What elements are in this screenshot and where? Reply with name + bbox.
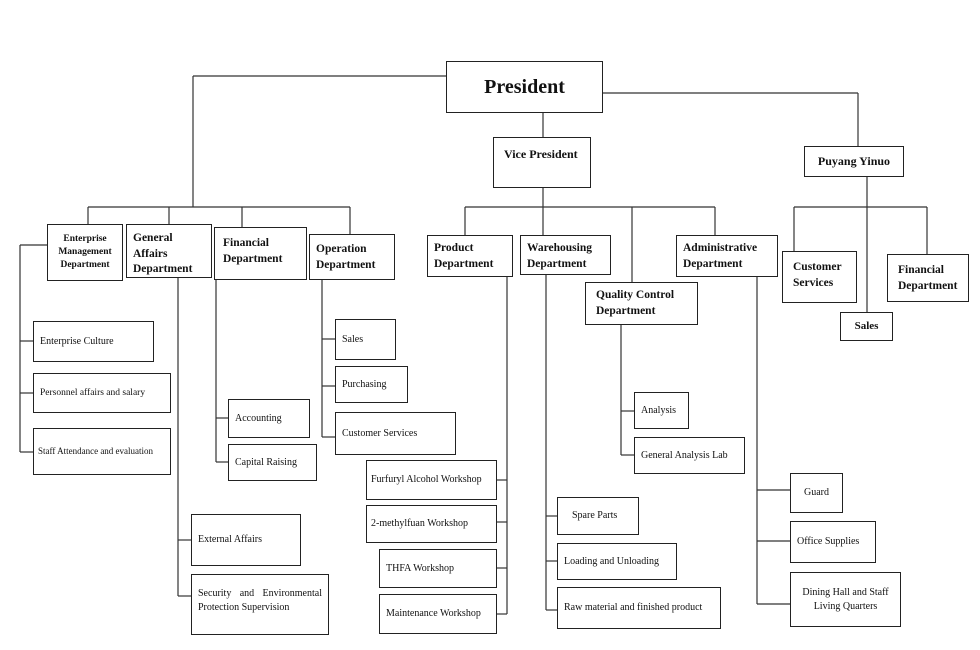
operation-department: Operation Department (309, 234, 395, 280)
unit-operation-sales: Sales (335, 319, 396, 360)
product-department: Product Department (427, 235, 513, 277)
warehousing-department: Warehousing Department (520, 235, 611, 275)
financial-department: Financial Department (214, 227, 307, 280)
unit-external-affairs: External Affairs (191, 514, 301, 566)
unit-thfa-workshop: THFA Workshop (379, 549, 497, 588)
unit-spare-parts: Spare Parts (557, 497, 639, 535)
puyang-yinuo-box: Puyang Yinuo (804, 146, 904, 177)
unit-accounting: Accounting (228, 399, 310, 438)
unit-general-analysis-lab: General Analysis Lab (634, 437, 745, 474)
unit-dining-hall: Dining Hall and Staff Living Quarters (790, 572, 901, 627)
puyang-financial-department: Financial Department (887, 254, 969, 302)
unit-security-environmental: Security and Environmental Protection Su… (191, 574, 329, 635)
puyang-customer-services: Customer Services (782, 251, 857, 303)
unit-purchasing: Purchasing (335, 366, 408, 403)
unit-staff-attendance: Staff Attendance and evaluation (33, 428, 171, 475)
president-box: President (446, 61, 603, 113)
general-affairs-department: General Affairs Department (126, 224, 212, 278)
unit-raw-material: Raw material and finished product (557, 587, 721, 629)
unit-guard: Guard (790, 473, 843, 513)
unit-analysis: Analysis (634, 392, 689, 429)
unit-loading-unloading: Loading and Unloading (557, 543, 677, 580)
unit-personnel-affairs: Personnel affairs and salary (33, 373, 171, 413)
puyang-sales: Sales (840, 312, 893, 341)
unit-maintenance-workshop: Maintenance Workshop (379, 594, 497, 634)
vice-president-box: Vice President (493, 137, 591, 188)
quality-control-department: Quality Control Department (585, 282, 698, 325)
administrative-department: Administrative Department (676, 235, 778, 277)
unit-furfuryl-alcohol-workshop: Furfuryl Alcohol Workshop (366, 460, 497, 500)
unit-enterprise-culture: Enterprise Culture (33, 321, 154, 362)
unit-capital-raising: Capital Raising (228, 444, 317, 481)
unit-office-supplies: Office Supplies (790, 521, 876, 563)
enterprise-management-department: Enterprise Management Department (47, 224, 123, 281)
unit-2-methylfuan-workshop: 2-methylfuan Workshop (366, 505, 497, 543)
unit-operation-customer-services: Customer Services (335, 412, 456, 455)
